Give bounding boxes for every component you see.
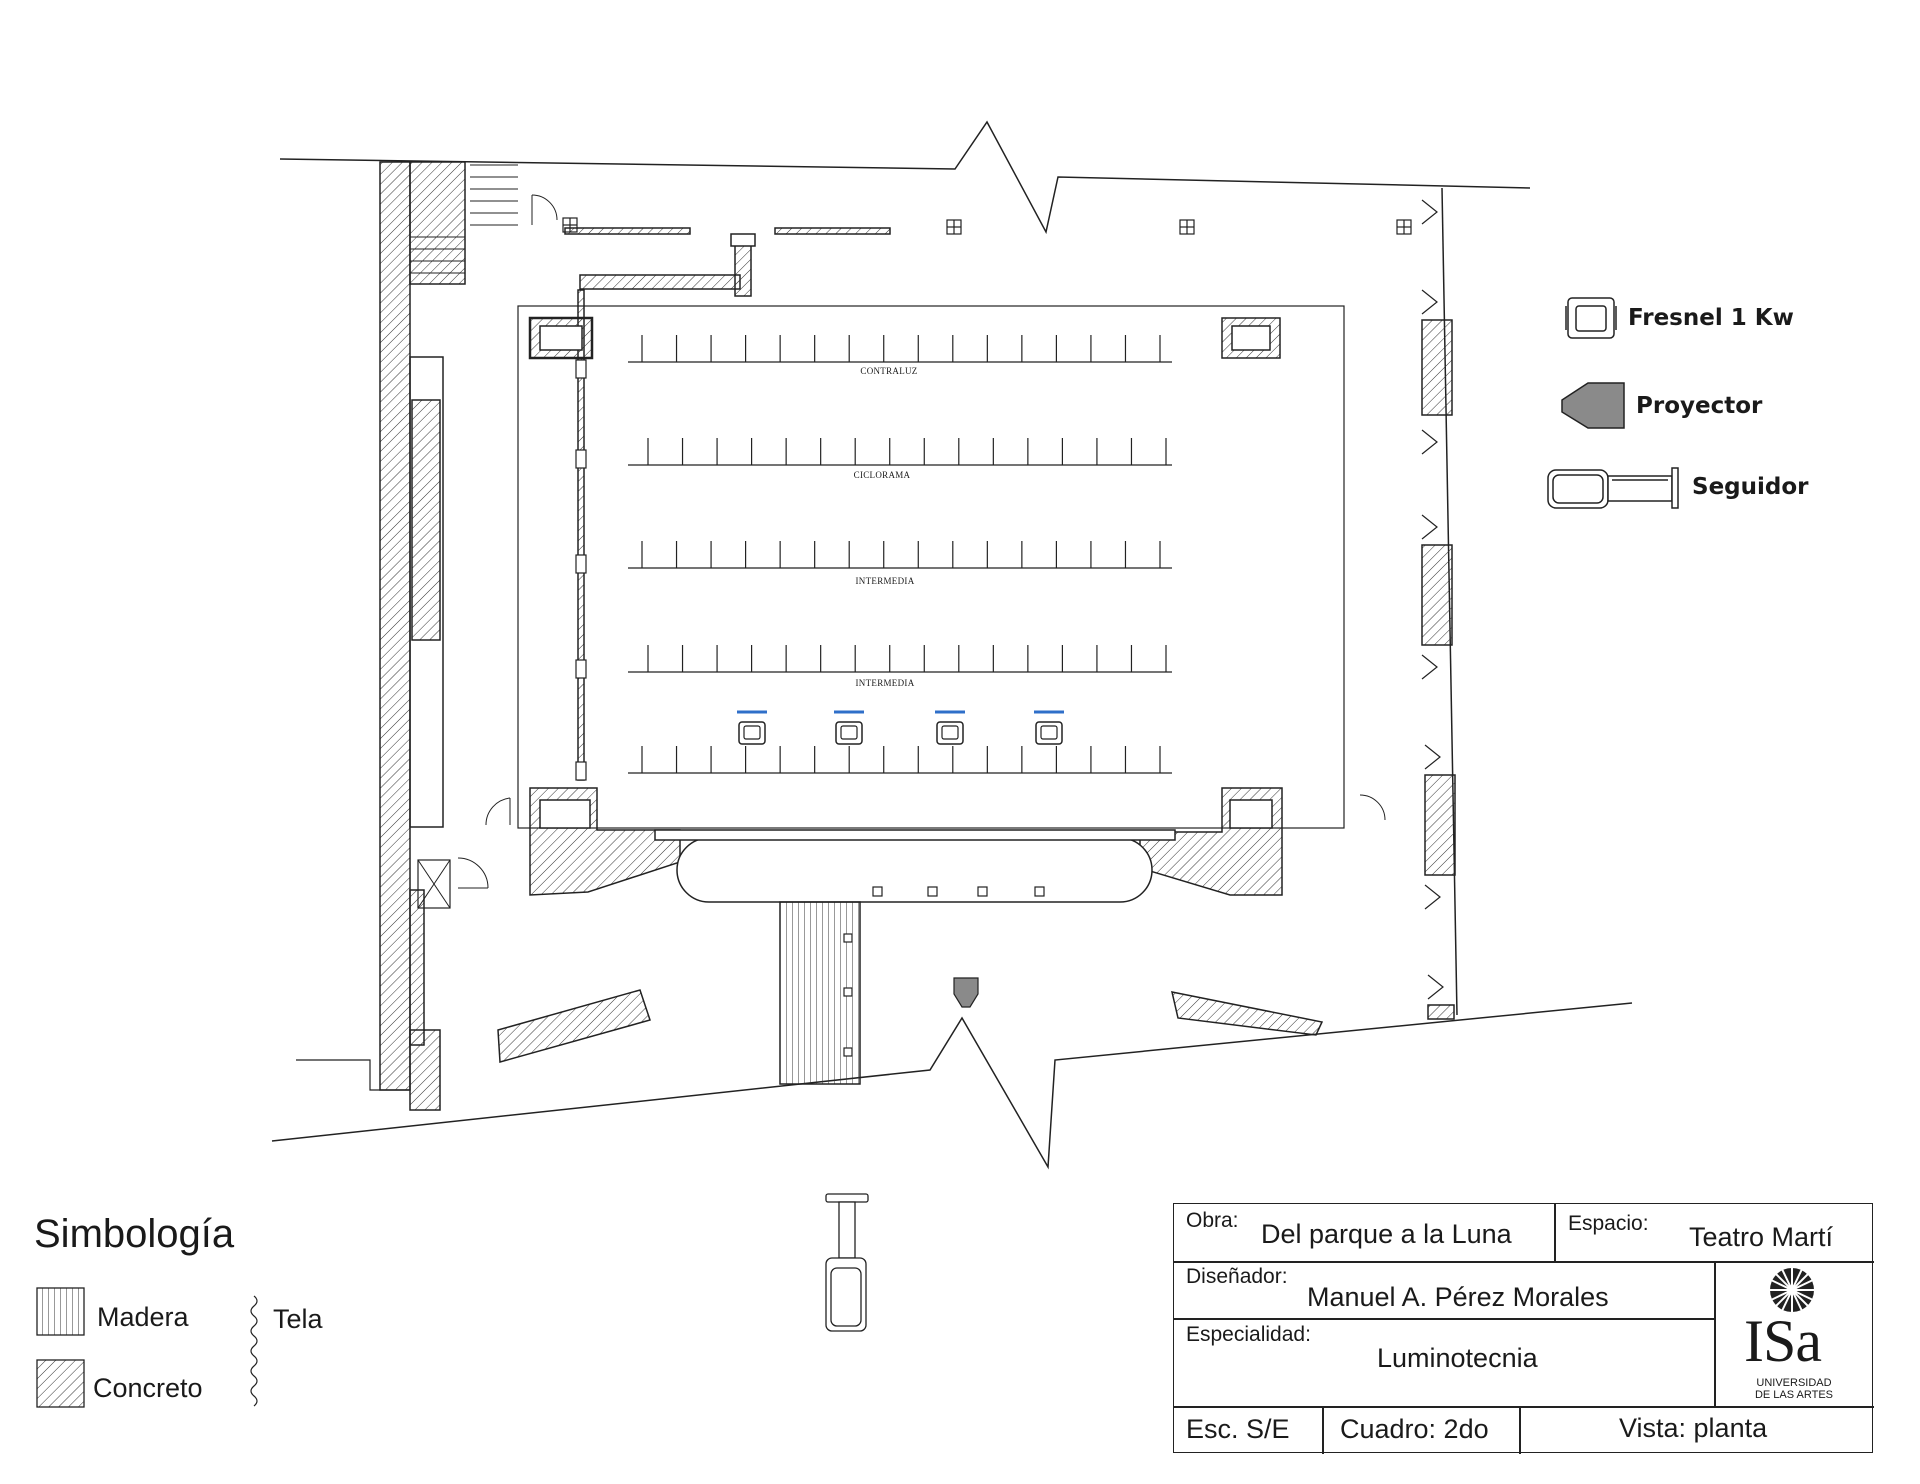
fresnel-lens (941, 725, 959, 740)
projector-icon (953, 977, 979, 1008)
apron (676, 837, 1153, 903)
west-wall (379, 161, 411, 1091)
pipe-label-ciclorama: CICLORAMA (853, 470, 911, 480)
apron-edge (654, 829, 1176, 841)
cuadro: Cuadro: 2do (1340, 1414, 1489, 1444)
top-wall-segment (564, 227, 691, 235)
fly-gallery-bar (579, 274, 741, 290)
west-lower-wall (409, 889, 425, 1046)
tela-symbol-icon (250, 1295, 258, 1407)
door-arc (1359, 794, 1386, 821)
pipe-label-contraluz: CONTRALUZ (860, 366, 918, 376)
apron-markers (872, 886, 1045, 897)
west-inner-hatch (411, 399, 441, 641)
southeast-wall (1171, 991, 1324, 1036)
light-pipes (628, 335, 1172, 774)
east-wall-panel (1427, 1004, 1455, 1020)
north-columns (562, 217, 1412, 235)
stage-corner-box-left-inner (539, 325, 583, 351)
espacio-value: Teatro Martí (1689, 1222, 1834, 1252)
vista: Vista: planta (1619, 1413, 1768, 1443)
door-arc (485, 797, 511, 826)
escala: Esc. S/E (1186, 1414, 1290, 1444)
door-arc (531, 194, 558, 221)
fresnel-fixtures (737, 710, 1064, 745)
west-exterior (296, 1059, 410, 1091)
east-wall-panel (1421, 544, 1453, 646)
pipe-label-intermedia-1: INTERMEDIA (855, 576, 915, 586)
isa-logo-text: ISa (1744, 1308, 1822, 1374)
legend-projector-icon (1561, 382, 1625, 429)
especialidad-label: Especialidad: (1186, 1323, 1311, 1346)
east-wall-panel (1421, 319, 1453, 416)
stairs (409, 161, 466, 285)
west-storage-box (417, 859, 451, 909)
southwest-wall (497, 989, 651, 1063)
stage-corner-box-right-inner (1231, 325, 1271, 351)
legend-fresnel-label: Fresnel 1 Kw (1628, 305, 1794, 331)
fly-gallery-post (734, 239, 752, 297)
especialidad-value: Luminotecnia (1377, 1343, 1538, 1373)
fresnel-lens (743, 725, 761, 740)
isa-logo-emblem (1770, 1268, 1814, 1312)
disenador-value: Manuel A. Pérez Morales (1307, 1282, 1609, 1312)
title-block: Obra: Del parque a la Luna Espacio: Teat… (1173, 1203, 1874, 1454)
fly-rail-blocks (575, 359, 587, 781)
legend-proyector-label: Proyector (1636, 393, 1763, 419)
fresnel-lens (840, 725, 858, 740)
legend-fresnel-icon (1565, 297, 1617, 339)
legend-seguidor-label: Seguidor (1692, 474, 1809, 500)
legend-follow-spot-icon (1547, 467, 1679, 509)
fresnel-lens (1040, 725, 1058, 740)
obra-label: Obra: (1186, 1209, 1239, 1232)
fly-gallery-cap (730, 233, 756, 247)
madera-label: Madera (97, 1302, 189, 1332)
disenador-label: Diseñador: (1186, 1265, 1288, 1288)
obra-value: Del parque a la Luna (1261, 1219, 1512, 1249)
east-wall-panel (1424, 774, 1456, 876)
simbologia-title: Simbología (34, 1212, 235, 1256)
stair-treads (410, 164, 518, 274)
south-wall-line (271, 1002, 1633, 1170)
proscenium-right-inner (1229, 799, 1273, 829)
north-wall-line (279, 120, 1531, 235)
isa-logo-subtitle: UNIVERSIDAD DE LAS ARTES (1754, 1377, 1834, 1401)
curtain-zigzags (1421, 199, 1444, 1000)
espacio-label: Espacio: (1568, 1212, 1649, 1235)
concreto-label: Concreto (93, 1373, 203, 1403)
runway-markers (843, 933, 853, 1057)
follow-spot-icon (825, 1193, 869, 1332)
tela-label: Tela (273, 1304, 323, 1334)
pipe-label-intermedia-2: INTERMEDIA (855, 678, 915, 688)
door-arc (457, 857, 489, 889)
top-wall-segment (774, 227, 891, 235)
west-inner-wall (409, 356, 444, 828)
concreto-swatch (36, 1359, 85, 1408)
stage-area (517, 305, 1345, 829)
madera-swatch (36, 1287, 85, 1336)
west-exterior-hatch (409, 1029, 441, 1111)
proscenium-left-inner (539, 799, 591, 829)
